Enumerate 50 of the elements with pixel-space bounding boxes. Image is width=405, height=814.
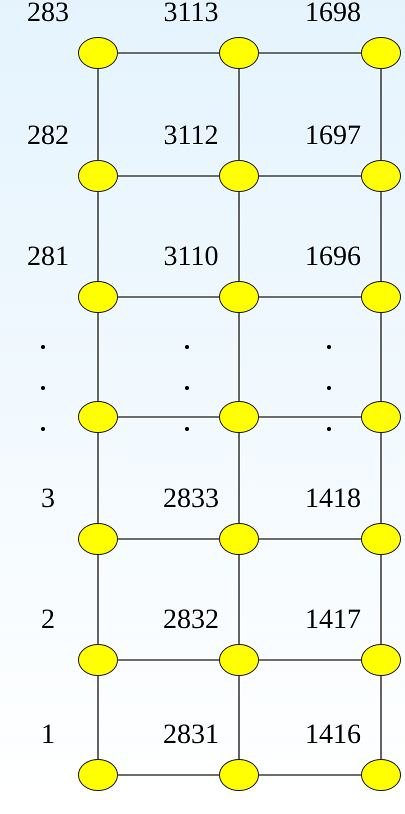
connector-line xyxy=(118,659,219,661)
connector-line xyxy=(118,296,219,298)
connector-line xyxy=(259,416,361,418)
node-number: 1416 xyxy=(305,721,361,749)
connector-line xyxy=(238,69,240,160)
node-number: 283 xyxy=(27,0,69,27)
node-number: 3113 xyxy=(164,0,218,27)
node-number: 1 xyxy=(41,721,55,749)
connector-line xyxy=(259,538,361,540)
connector-line xyxy=(118,774,219,776)
connector-line xyxy=(380,555,382,644)
connector-line xyxy=(238,433,240,523)
node-number: 1417 xyxy=(305,606,361,634)
connector-line xyxy=(380,192,382,281)
connector-line xyxy=(380,69,382,160)
connector-line xyxy=(238,313,240,401)
connector-line xyxy=(259,774,361,776)
node-number: 1418 xyxy=(305,485,361,513)
connector-line xyxy=(97,433,99,523)
node-number: 282 xyxy=(27,122,69,150)
connector-line xyxy=(259,175,361,177)
node-number: 3112 xyxy=(164,122,218,150)
connector-line xyxy=(118,538,219,540)
node-number: 1697 xyxy=(305,122,361,150)
node-number: 281 xyxy=(27,243,69,271)
node-number: 2 xyxy=(41,606,55,634)
node-number: 2831 xyxy=(163,721,219,749)
node-number: 1698 xyxy=(305,0,361,27)
connector-line xyxy=(259,52,361,54)
connector-line xyxy=(118,52,219,54)
connector-line xyxy=(238,192,240,281)
connector-line xyxy=(238,555,240,644)
connector-line xyxy=(380,433,382,523)
connector-line xyxy=(97,555,99,644)
connector-line xyxy=(259,659,361,661)
node-number: 2832 xyxy=(163,606,219,634)
connector-line xyxy=(380,313,382,401)
connector-line xyxy=(380,676,382,759)
node-number: 3 xyxy=(41,485,55,513)
node-number: 2833 xyxy=(163,485,219,513)
connector-line xyxy=(118,416,219,418)
node-number: 1696 xyxy=(305,243,361,271)
connector-line xyxy=(259,296,361,298)
connector-line xyxy=(118,175,219,177)
connector-line xyxy=(97,69,99,160)
connector-line xyxy=(238,676,240,759)
connector-line xyxy=(97,676,99,759)
node-number: 3110 xyxy=(164,243,218,271)
connector-line xyxy=(97,192,99,281)
connector-line xyxy=(97,313,99,401)
